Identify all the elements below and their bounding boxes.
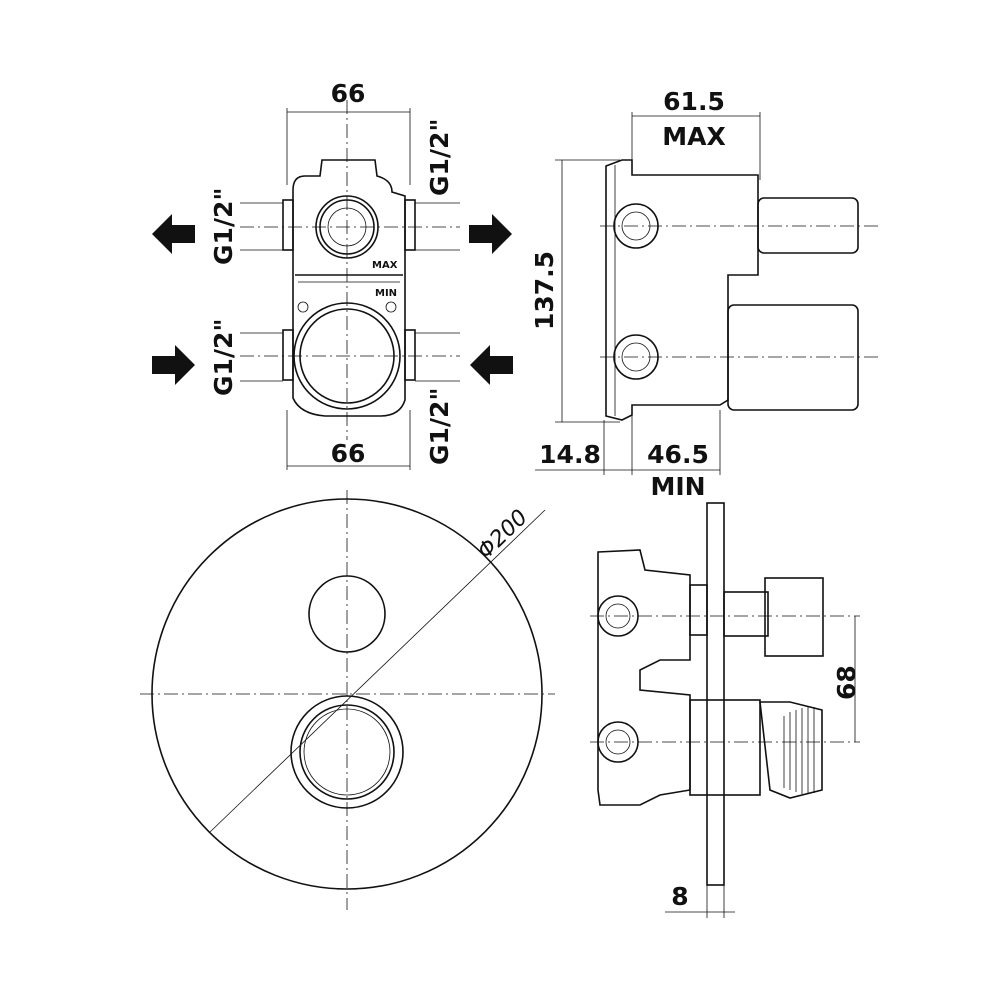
width-bottom-dimension: 66 [331, 439, 366, 468]
depth-max-dimension: 61.5 [663, 87, 725, 116]
height-dimension: 137.5 [530, 251, 559, 330]
inlet-arrow-left-icon [152, 345, 195, 385]
inlet-arrow-right-icon [470, 345, 513, 385]
outlet-arrow-left-icon [152, 214, 195, 254]
min-marking: MIN [375, 288, 397, 299]
thread-label-left-bottom: G1/2" [209, 319, 238, 396]
max-marking: MAX [372, 260, 398, 271]
offset-dimension: 14.8 [539, 440, 601, 469]
depth-max-label: MAX [662, 122, 726, 151]
valve-body-side-view: 61.5 MAX 137.5 14.8 46.5 MIN [530, 87, 880, 501]
knurled-handle [783, 707, 815, 794]
plate-thickness-dimension: 8 [671, 882, 688, 911]
thread-label-right-bottom: G1/2" [425, 388, 454, 465]
thread-label-left-top: G1/2" [209, 188, 238, 265]
cover-plate-front-view: Φ200 [140, 490, 555, 910]
depth-min-label: MIN [650, 472, 705, 501]
depth-min-dimension: 46.5 [647, 440, 709, 469]
valve-body-front-view: 66 66 MAX MIN G1/2" G1/2" G1/2" G1/2" [152, 79, 513, 470]
width-top-dimension: 66 [331, 79, 366, 108]
assembly-side-view: 68 8 [590, 502, 861, 918]
thread-label-right-top: G1/2" [425, 119, 454, 196]
outlet-arrow-right-icon [469, 214, 512, 254]
spacing-dimension: 68 [832, 665, 861, 700]
diameter-dimension: Φ200 [473, 505, 533, 564]
